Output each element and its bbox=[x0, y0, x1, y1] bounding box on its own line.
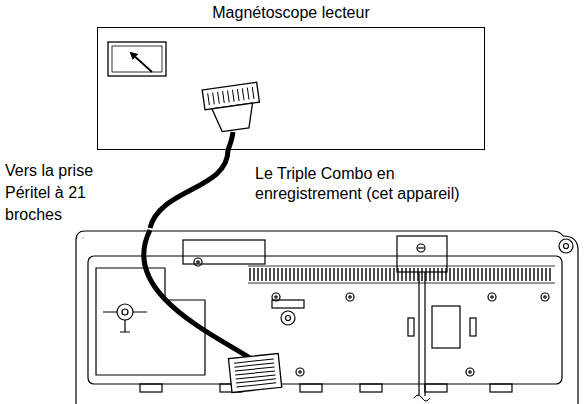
device-title: Magnétoscope lecteur bbox=[58, 3, 524, 23]
device-title: Le Triple Combo en enregistrement (cet a… bbox=[255, 164, 470, 204]
cable bbox=[228, 132, 233, 150]
recorder-rear-panel bbox=[75, 228, 580, 404]
vcr-box: Magnétoscope lecteur bbox=[97, 27, 485, 150]
scart-cable bbox=[150, 150, 228, 228]
scart-port bbox=[108, 42, 166, 76]
scart-plug bbox=[202, 82, 263, 133]
connector-label: Vers la prise Péritel à 21 broches bbox=[5, 160, 100, 226]
insert-arrow bbox=[131, 53, 152, 72]
recorder-box: Le Triple Combo en enregistrement (cet a… bbox=[75, 228, 580, 404]
